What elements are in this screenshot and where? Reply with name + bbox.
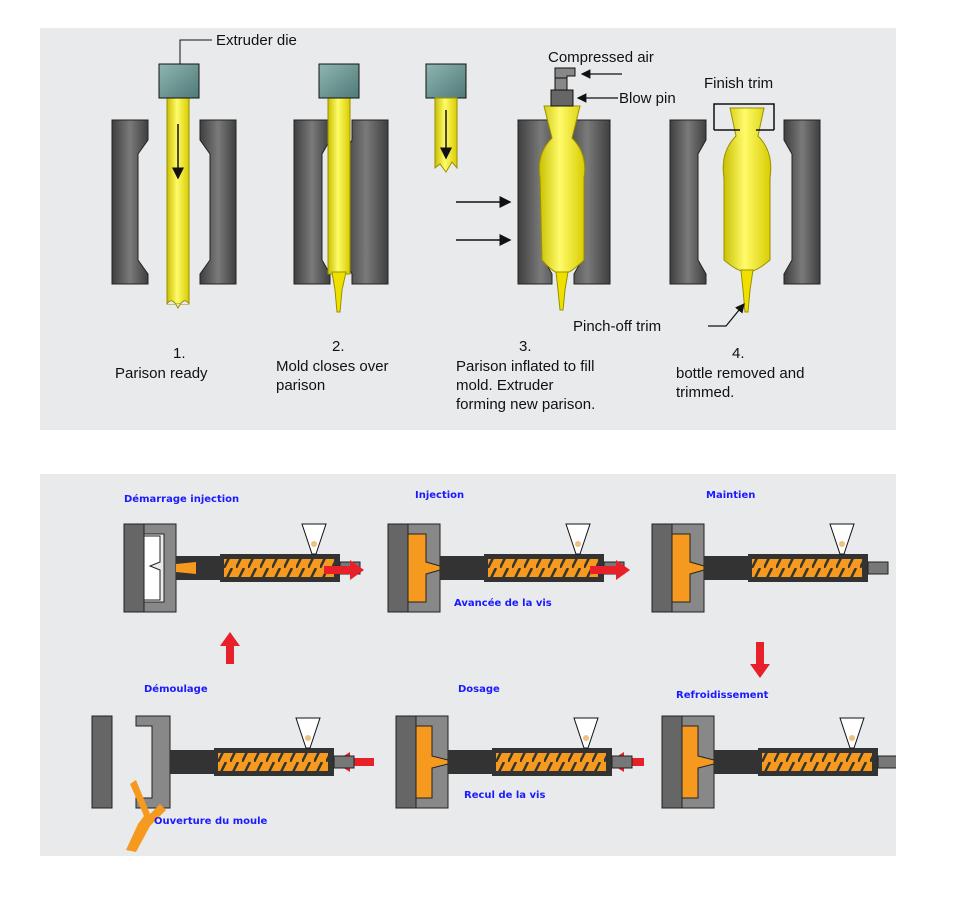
mold-moving	[135, 715, 171, 809]
finished-bottle	[722, 107, 772, 273]
step-4-number: 4.	[732, 345, 745, 362]
extruder-new-parison	[425, 63, 467, 173]
ejected-part	[126, 780, 166, 852]
stage-label-injection: Injection	[415, 490, 464, 501]
step-1-line-1: Parison ready	[115, 365, 208, 382]
step-3-number: 3.	[519, 338, 532, 355]
step-2-figure	[293, 63, 389, 313]
step-4-line-1: bottle removed and	[676, 365, 804, 382]
note-avancee: Avancée de la vis	[454, 597, 552, 609]
mold-fixed	[123, 523, 145, 613]
stage-label-demoulage: Démoulage	[144, 683, 208, 695]
blow-pin	[550, 89, 574, 107]
arrow-right-1	[324, 560, 364, 580]
stage-refroidissement: Refroidissement	[661, 690, 896, 809]
extruder-die	[158, 63, 200, 99]
blow-molding-diagram: Extruder die Compressed air Blow pin	[111, 32, 821, 413]
blow-molding-panel: Extruder die Compressed air Blow pin	[40, 28, 896, 430]
mold-left-half	[293, 119, 331, 285]
step-captions: 1. Parison ready 2. Mold closes over par…	[115, 338, 804, 413]
mold-fixed	[91, 715, 113, 809]
stage-injection: Injection Avancée de la vis	[387, 490, 625, 613]
finish-trim-bracket	[713, 103, 775, 130]
blow-pin-label: Blow pin	[619, 90, 676, 107]
stage-demoulage: Démoulage Ouverture du moule	[91, 683, 355, 852]
pinch-off-piece	[740, 269, 754, 313]
step-1-figure: Extruder die	[111, 32, 297, 310]
extruder-die-leader	[179, 39, 212, 64]
extruder-die	[318, 63, 360, 99]
step-2-number: 2.	[332, 338, 345, 355]
step-2-line-1: Mold closes over	[276, 358, 389, 375]
finish-trim-label: Finish trim	[704, 75, 773, 92]
extruder-die-label: Extruder die	[216, 32, 297, 49]
mold-right-half	[343, 119, 389, 285]
arrow-up	[220, 632, 240, 664]
step-3-figure: Compressed air Blow pin	[456, 49, 676, 311]
stage-dosage: Dosage Recul de la vis	[395, 684, 633, 809]
step-3-line-2: mold. Extruder	[456, 377, 554, 394]
stage-demarrage: Démarrage injection	[123, 493, 361, 613]
step-4-figure: Finish trim Pinch-off trim	[573, 75, 821, 335]
stage-label-dosage: Dosage	[458, 684, 500, 695]
injection-molding-panel: Démarrage injection Injection Avancée de…	[40, 474, 896, 856]
step-3-line-3: forming new parison.	[456, 396, 595, 413]
mold-fixed	[651, 523, 673, 613]
mold-fixed	[661, 715, 683, 809]
step-3-line-1: Parison inflated to fill	[456, 358, 594, 375]
arrow-right-2	[590, 560, 630, 580]
stage-maintien: Maintien	[651, 490, 889, 613]
note-recul: Recul de la vis	[464, 790, 545, 801]
step-1-number: 1.	[173, 345, 186, 362]
mold-fixed	[387, 523, 409, 613]
parison	[327, 93, 351, 275]
air-pipe	[554, 67, 576, 79]
step-2-line-2: parison	[276, 377, 325, 394]
injection-cycle-diagram: Démarrage injection Injection Avancée de…	[91, 490, 896, 852]
mold-left-half	[111, 119, 149, 285]
step-4-line-2: trimmed.	[676, 384, 734, 401]
mold-moving	[143, 523, 177, 613]
pinch-off-trim-label: Pinch-off trim	[573, 318, 661, 335]
stage-label-refroidissement: Refroidissement	[676, 690, 769, 701]
arrow-down	[750, 642, 770, 678]
extruder-die	[425, 63, 467, 99]
compressed-air-label: Compressed air	[548, 49, 654, 66]
mold-right-half	[199, 119, 237, 285]
mold-fixed	[395, 715, 417, 809]
mold-right-half	[783, 119, 821, 285]
stage-label-demarrage: Démarrage injection	[124, 493, 239, 505]
stage-label-maintien: Maintien	[706, 490, 755, 501]
mold-left-half	[669, 119, 707, 285]
note-ouverture: Ouverture du moule	[154, 816, 268, 827]
